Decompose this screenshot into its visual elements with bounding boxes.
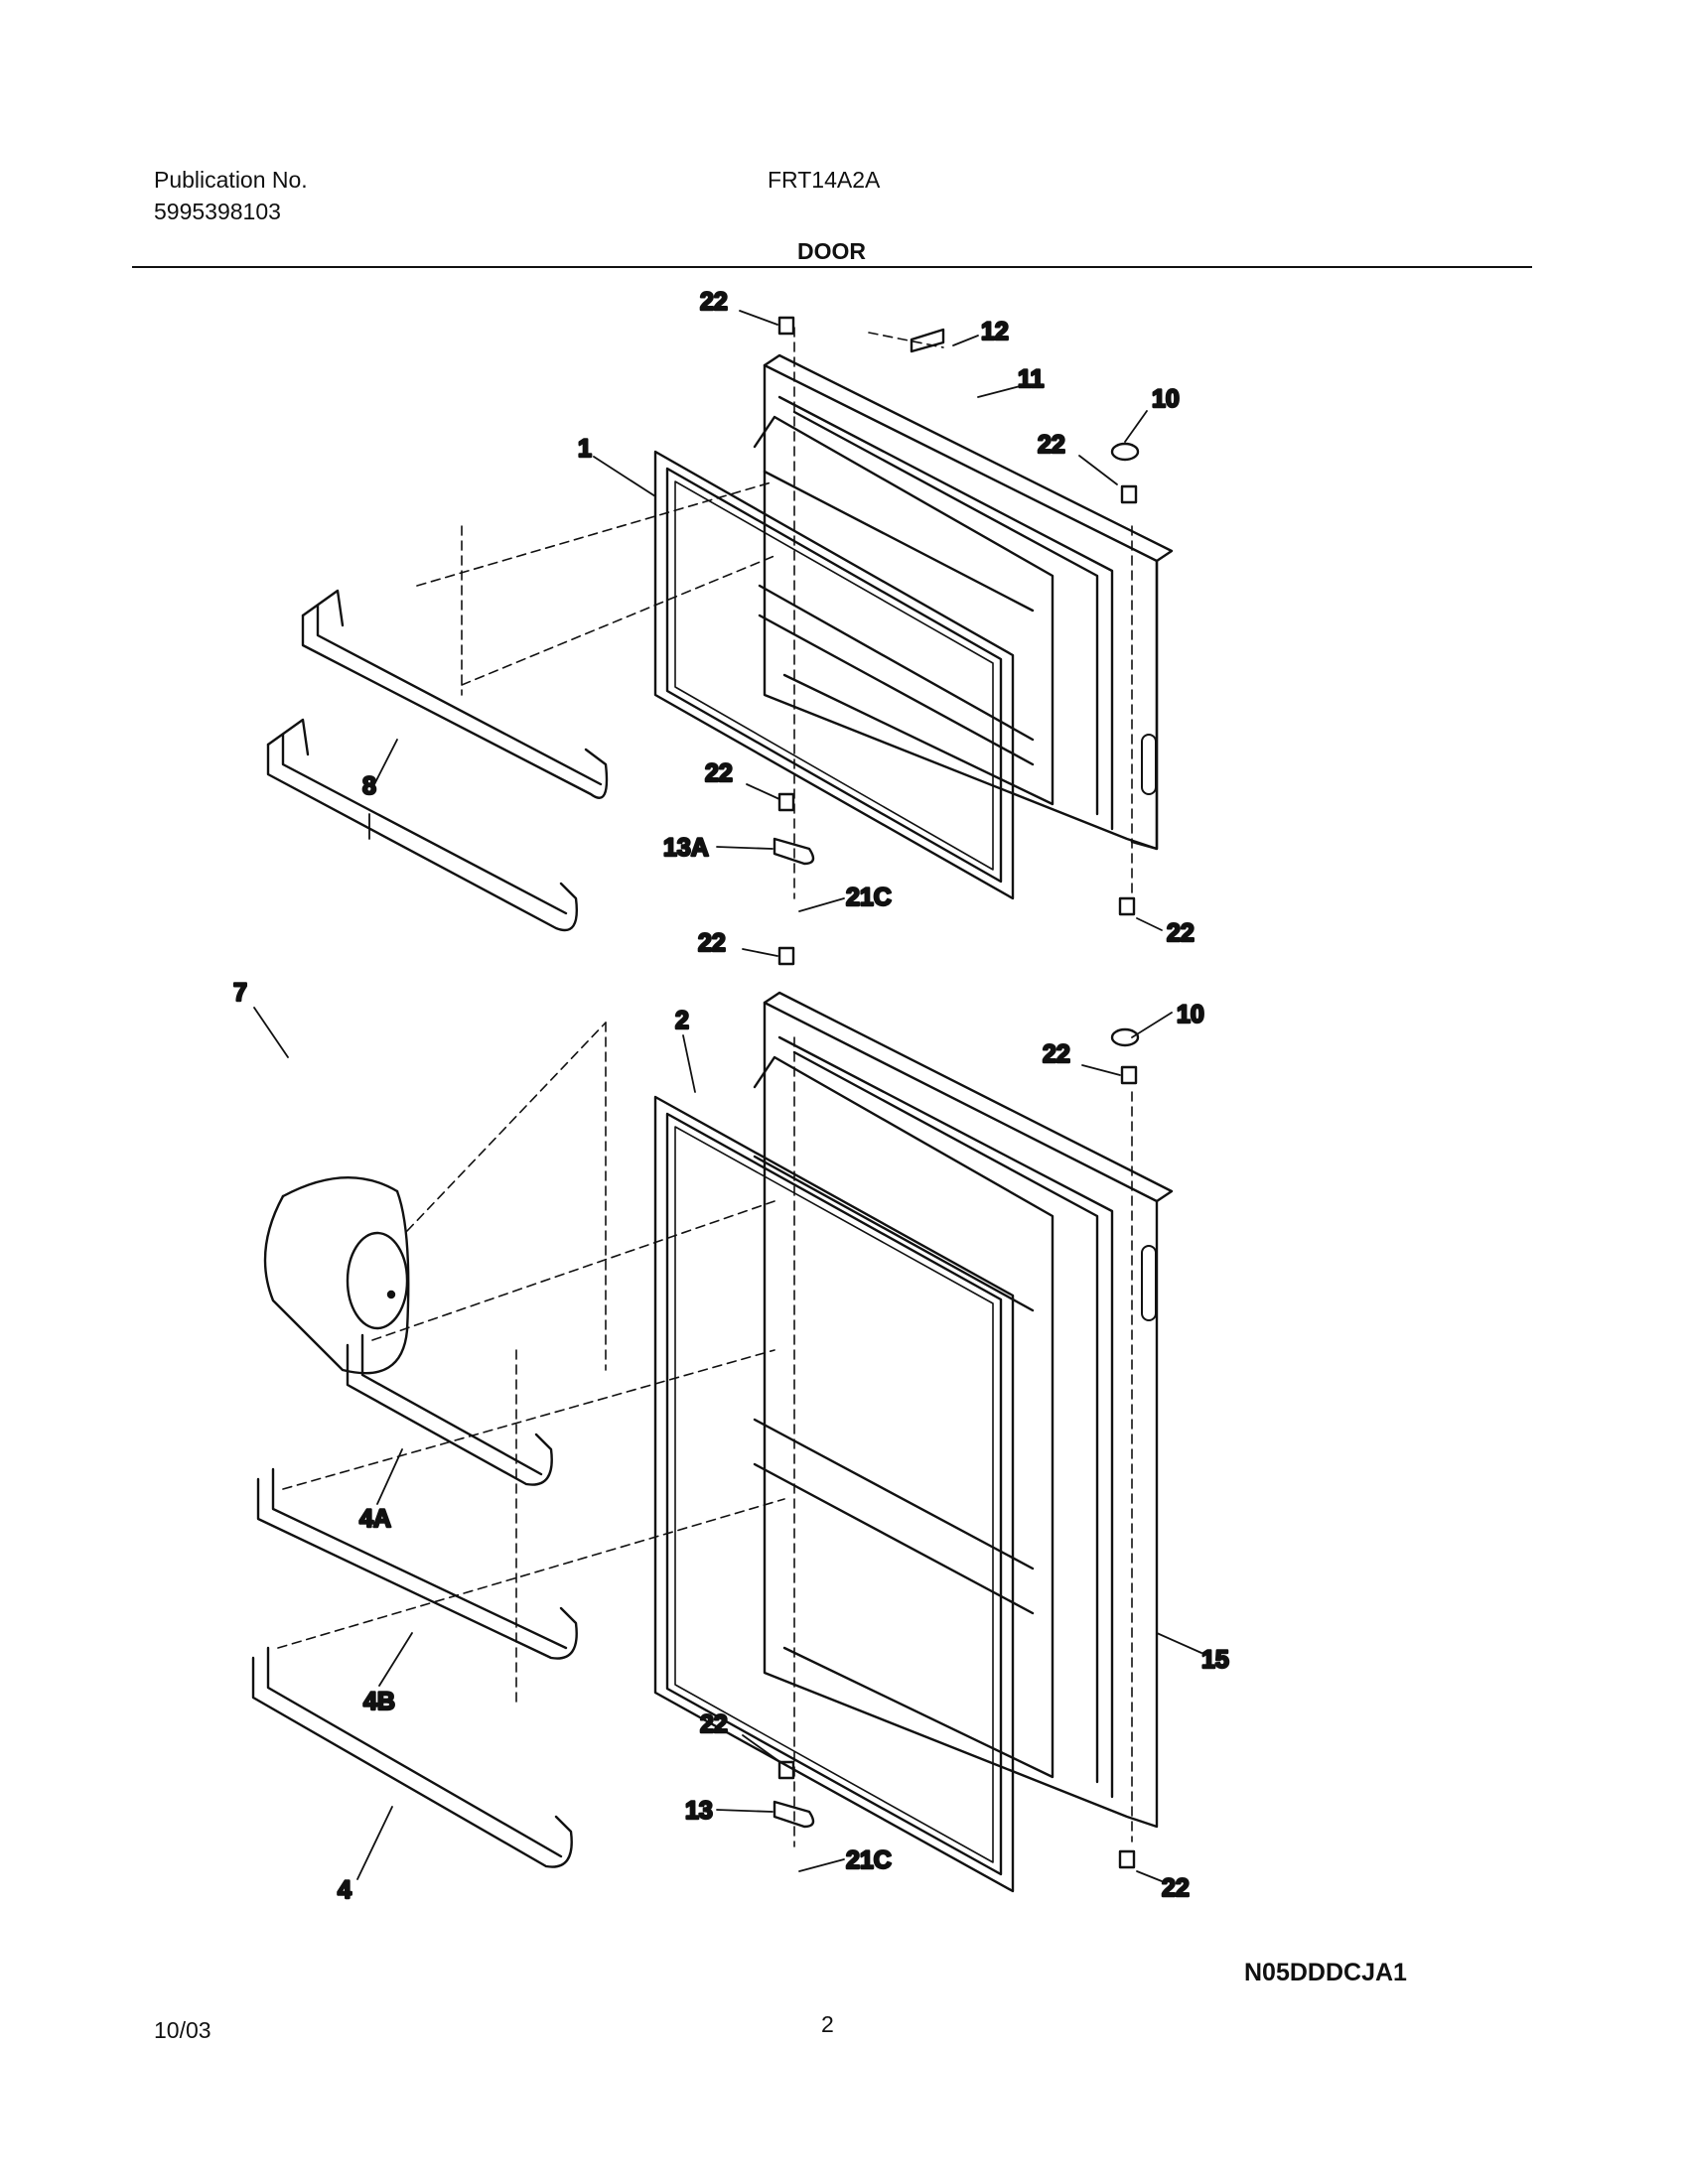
callout-4b: 4B [363,1688,395,1715]
model-number: FRT14A2A [768,167,881,193]
upper-shelves [266,589,609,932]
diagram-code: N05DDDCJA1 [1244,1959,1407,1986]
callout-22: 22 [1162,1874,1190,1902]
shelf-4a [346,1343,553,1486]
callout-leaders [253,310,1202,1882]
label-12 [910,328,945,353]
publication-label: Publication No. [154,167,308,193]
callout-12: 12 [981,318,1009,345]
hinge-cap-10 [1110,442,1140,462]
freezer-door-liner [753,415,1055,806]
hinge-13 [773,1800,815,1829]
callout-1: 1 [578,435,592,463]
butter-dish [263,1176,410,1375]
callout-21c: 21C [846,884,892,911]
callout-10: 10 [1152,385,1180,413]
fresh-food-door-panel [763,1001,1159,1829]
header-rule [132,266,1532,268]
callout-22: 22 [1043,1040,1070,1068]
revision-date: 10/03 [154,2017,211,2043]
callout-4: 4 [338,1876,352,1904]
upper-shelf-b [266,743,578,932]
hinge-13a [773,837,815,866]
callout-22: 22 [700,1710,728,1738]
section-title: DOOR [797,238,866,264]
shelf-4 [251,1656,573,1868]
freezer-gasket-outer [653,450,1015,900]
callout-22: 22 [705,759,733,787]
callout-labels: 22 12 11 10 22 1 8 22 13A 21C 22 22 7 2 … [232,287,1230,1905]
callout-7: 7 [233,979,247,1007]
callout-10: 10 [1177,1001,1204,1028]
callout-22-top: 22 [700,288,728,316]
fresh-food-door-liner [753,1055,1055,1779]
fresh-food-door-assembly [653,991,1174,1893]
freezer-gasket-inner [665,467,1003,884]
callout-2: 2 [675,1007,689,1034]
callout-15: 15 [1201,1646,1229,1674]
hinge-hardware [773,316,1140,1869]
callout-4a: 4A [359,1505,391,1533]
callout-22: 22 [698,929,726,957]
callout-11: 11 [1018,365,1045,393]
callout-21c: 21C [846,1846,892,1874]
assembly-guide-lines [277,327,1133,1847]
callout-13a: 13A [663,834,709,862]
callout-22: 22 [1038,431,1065,459]
freezer-door-side [1130,559,1159,851]
publication-number: 5995398103 [154,199,281,224]
fresh-food-gasket-outer [653,1095,1015,1893]
exploded-door-diagram: 22 12 11 10 22 1 8 22 13A 21C 22 22 7 2 … [232,287,1230,1905]
callout-8: 8 [362,772,376,800]
fresh-food-handle-slot [1141,1245,1157,1321]
freezer-handle-slot [1141,734,1157,795]
callout-22: 22 [1167,919,1195,947]
shelf-4b [256,1477,578,1660]
callout-13: 13 [685,1797,713,1825]
butter-dish-body [263,1189,410,1375]
lower-shelves [251,1333,578,1868]
upper-shelf-a [301,614,609,799]
screw-22 [777,316,795,336]
freezer-door-inner-rim [777,395,1114,831]
freezer-door-assembly [653,353,1174,900]
page-number: 2 [821,2011,834,2037]
freezer-door-top-edge [763,353,1174,563]
